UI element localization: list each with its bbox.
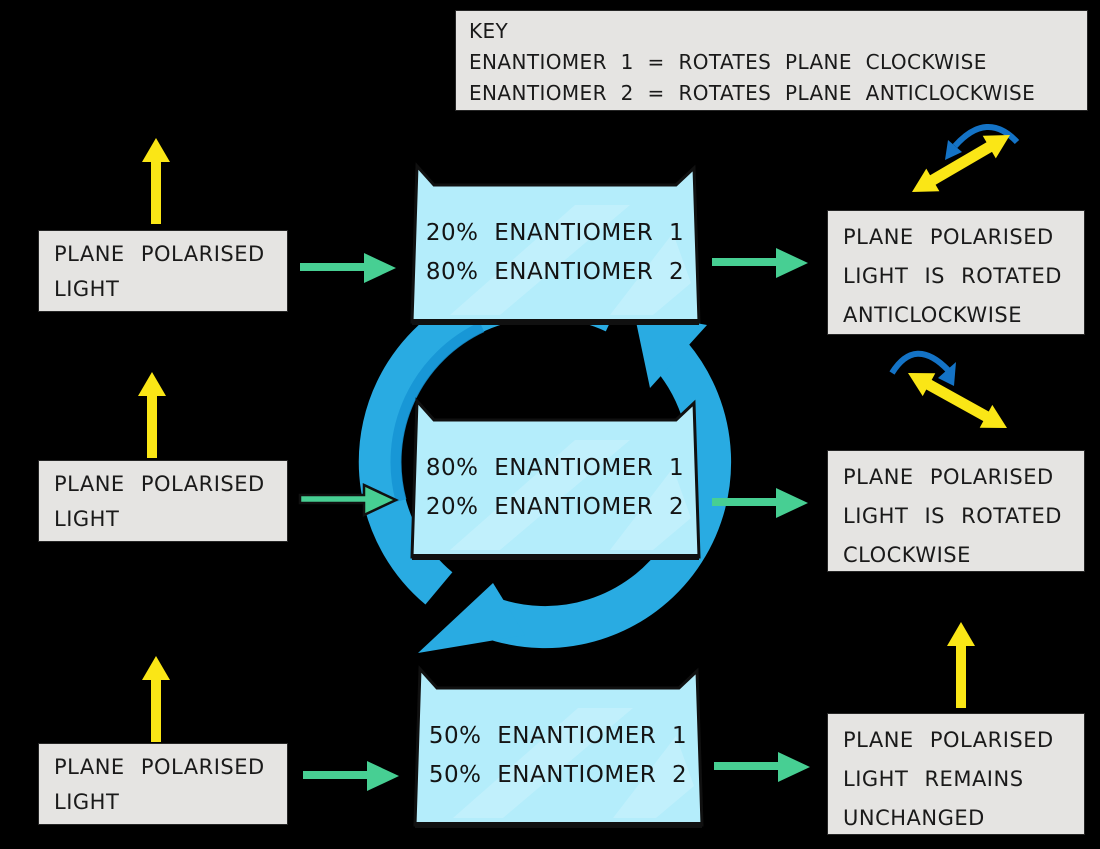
flow-arrow-icon (303, 761, 399, 791)
green-right-arrow (712, 488, 808, 518)
flow-arrow-icon (298, 483, 399, 517)
unchanged-plane-up-arrow-icon (947, 622, 975, 708)
cycle-arrowhead-icon (634, 312, 707, 388)
flow-arrow-icon (300, 253, 396, 283)
plaque-highlight (450, 205, 630, 315)
yellow-up-arrow (947, 622, 975, 708)
green-right-arrow (303, 761, 399, 791)
yellow-up-arrow (142, 138, 170, 224)
plaque-highlight (613, 736, 694, 818)
curve-arrowhead (938, 362, 956, 386)
plaque-highlight (453, 708, 633, 818)
source-text-line2: LIGHT (54, 277, 120, 301)
source-text-line1: PLANE POLARISED (54, 472, 265, 496)
result-text-line2: LIGHT IS ROTATED (843, 504, 1062, 528)
mixture-box-shape-row3 (413, 665, 704, 828)
cycle-tail-icon (418, 583, 525, 653)
yellow-up-arrow (142, 656, 170, 742)
source-text-line2: LIGHT (54, 790, 120, 814)
key-line-enantiomer-2: ENANTIOMER 2 = ROTATES PLANE ANTICLOCKWI… (469, 81, 1036, 105)
source-box-row3: PLANE POLARISED LIGHT (38, 743, 288, 825)
polarised-light-up-arrow-icon (142, 138, 170, 224)
green-right-arrow-outlined (298, 483, 399, 517)
result-text-line2: LIGHT REMAINS (843, 767, 1024, 791)
result-box-row1: PLANE POLARISED LIGHT IS ROTATED ANTICLO… (827, 210, 1085, 335)
flow-arrow-icon (712, 248, 808, 278)
source-text-line2: LIGHT (54, 507, 120, 531)
source-box-row1: PLANE POLARISED LIGHT (38, 230, 288, 312)
result-text-line2: LIGHT IS ROTATED (843, 264, 1062, 288)
mixture-box-row3: 50% ENANTIOMER 1 50% ENANTIOMER 2 (423, 693, 693, 818)
result-text-line1: PLANE POLARISED (843, 465, 1054, 489)
plaque-highlight (610, 468, 691, 550)
source-text-line1: PLANE POLARISED (54, 755, 265, 779)
result-text-line3: ANTICLOCKWISE (843, 303, 1022, 327)
anticlockwise-curve (952, 124, 1020, 149)
rotated-plane-double-arrow (912, 135, 1010, 192)
result-text-line3: UNCHANGED (843, 806, 985, 830)
key-box: KEY ENANTIOMER 1 = ROTATES PLANE CLOCKWI… (455, 10, 1088, 111)
clockwise-rotation-icon (889, 350, 1007, 428)
source-box-row2: PLANE POLARISED LIGHT (38, 460, 288, 542)
clockwise-curve (889, 350, 951, 375)
flow-arrow-icon (712, 488, 808, 518)
mixture-box-row2: 80% ENANTIOMER 1 20% ENANTIOMER 2 (420, 425, 690, 550)
key-title: KEY (469, 19, 509, 43)
mixture-text-line2: 80% ENANTIOMER 2 (425, 258, 685, 285)
mixture-box-shape-row1 (410, 162, 701, 325)
plaque-highlight (610, 233, 691, 315)
flow-arrow-icon (714, 752, 810, 782)
rotated-plane-double-arrow (908, 373, 1007, 428)
mixture-box-row1: 20% ENANTIOMER 1 80% ENANTIOMER 2 (420, 190, 690, 315)
key-line-enantiomer-1: ENANTIOMER 1 = ROTATES PLANE CLOCKWISE (469, 50, 987, 74)
anticlockwise-rotation-icon (912, 124, 1020, 192)
yellow-up-arrow (138, 372, 166, 458)
result-text-line1: PLANE POLARISED (843, 728, 1054, 752)
green-right-arrow (714, 752, 810, 782)
green-right-arrow (712, 248, 808, 278)
mixture-text-line2: 20% ENANTIOMER 2 (425, 493, 685, 520)
result-text-line3: CLOCKWISE (843, 543, 971, 567)
green-right-arrow (300, 253, 396, 283)
polarised-light-up-arrow-icon (142, 656, 170, 742)
mixture-text-line1: 80% ENANTIOMER 1 (425, 454, 685, 481)
mixture-text-line1: 20% ENANTIOMER 1 (425, 219, 685, 246)
polarised-light-up-arrow-icon (138, 372, 166, 458)
result-box-row2: PLANE POLARISED LIGHT IS ROTATED CLOCKWI… (827, 450, 1085, 572)
mixture-text-line1: 50% ENANTIOMER 1 (428, 722, 688, 749)
result-box-row3: PLANE POLARISED LIGHT REMAINS UNCHANGED (827, 713, 1085, 835)
mixture-box-shape-row2 (410, 397, 701, 560)
result-text-line1: PLANE POLARISED (843, 225, 1054, 249)
source-text-line1: PLANE POLARISED (54, 242, 265, 266)
plaque-highlight (450, 440, 630, 550)
curve-arrowhead (945, 140, 962, 160)
mixture-text-line2: 50% ENANTIOMER 2 (428, 761, 688, 788)
cycle-arc-shadow (390, 322, 485, 503)
